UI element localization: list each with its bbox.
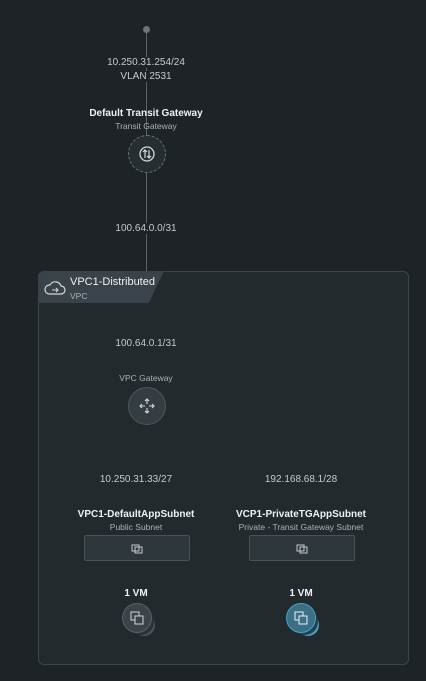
uplink-vlan-label: VLAN 2531 (118, 71, 174, 82)
cloud-icon (43, 279, 67, 302)
transit-link-ip-label: 100.64.0.0/31 (113, 223, 179, 234)
uplink-line (146, 30, 147, 140)
vpc-container (38, 271, 409, 665)
transit-gateway-name[interactable]: Default Transit Gateway (89, 108, 203, 119)
transit-gateway-node[interactable] (128, 135, 166, 173)
vpc-gateway-label: VPC Gateway (117, 373, 175, 383)
private-vm-node[interactable] (286, 603, 316, 633)
uplink-ip-label: 10.250.31.254/24 (105, 57, 187, 68)
subnet-icon (296, 542, 308, 554)
vpc-header[interactable] (38, 271, 164, 303)
vm-stack-icon (130, 611, 144, 625)
vpc-gateway-ip-label: 100.64.0.1/31 (113, 338, 179, 349)
public-subnet-box[interactable] (84, 535, 190, 561)
public-vm-count: 1 VM (124, 588, 148, 599)
private-subnet-name[interactable]: VCP1-PrivateTGAppSubnet (235, 509, 367, 520)
public-subnet-ip-label: 10.250.31.33/27 (97, 474, 175, 485)
public-subnet-type: Public Subnet (109, 522, 163, 532)
transit-gateway-type: Transit Gateway (115, 121, 177, 131)
vpc-name[interactable]: VPC1-Distributed (70, 276, 155, 288)
public-subnet-name[interactable]: VPC1-DefaultAppSubnet (77, 509, 195, 520)
transit-gateway-icon (138, 145, 156, 163)
private-subnet-type: Private - Transit Gateway Subnet (238, 522, 364, 532)
private-subnet-ip-label: 192.168.68.1/28 (262, 474, 340, 485)
vpc-gateway-node[interactable] (128, 387, 166, 425)
vpc-type: VPC (70, 291, 88, 301)
private-subnet-box[interactable] (249, 535, 355, 561)
router-icon (139, 398, 155, 414)
subnet-icon (131, 542, 143, 554)
private-vm-count: 1 VM (289, 588, 313, 599)
uplink-endpoint-dot (143, 26, 150, 33)
vm-stack-icon (294, 611, 308, 625)
public-vm-node[interactable] (122, 603, 152, 633)
